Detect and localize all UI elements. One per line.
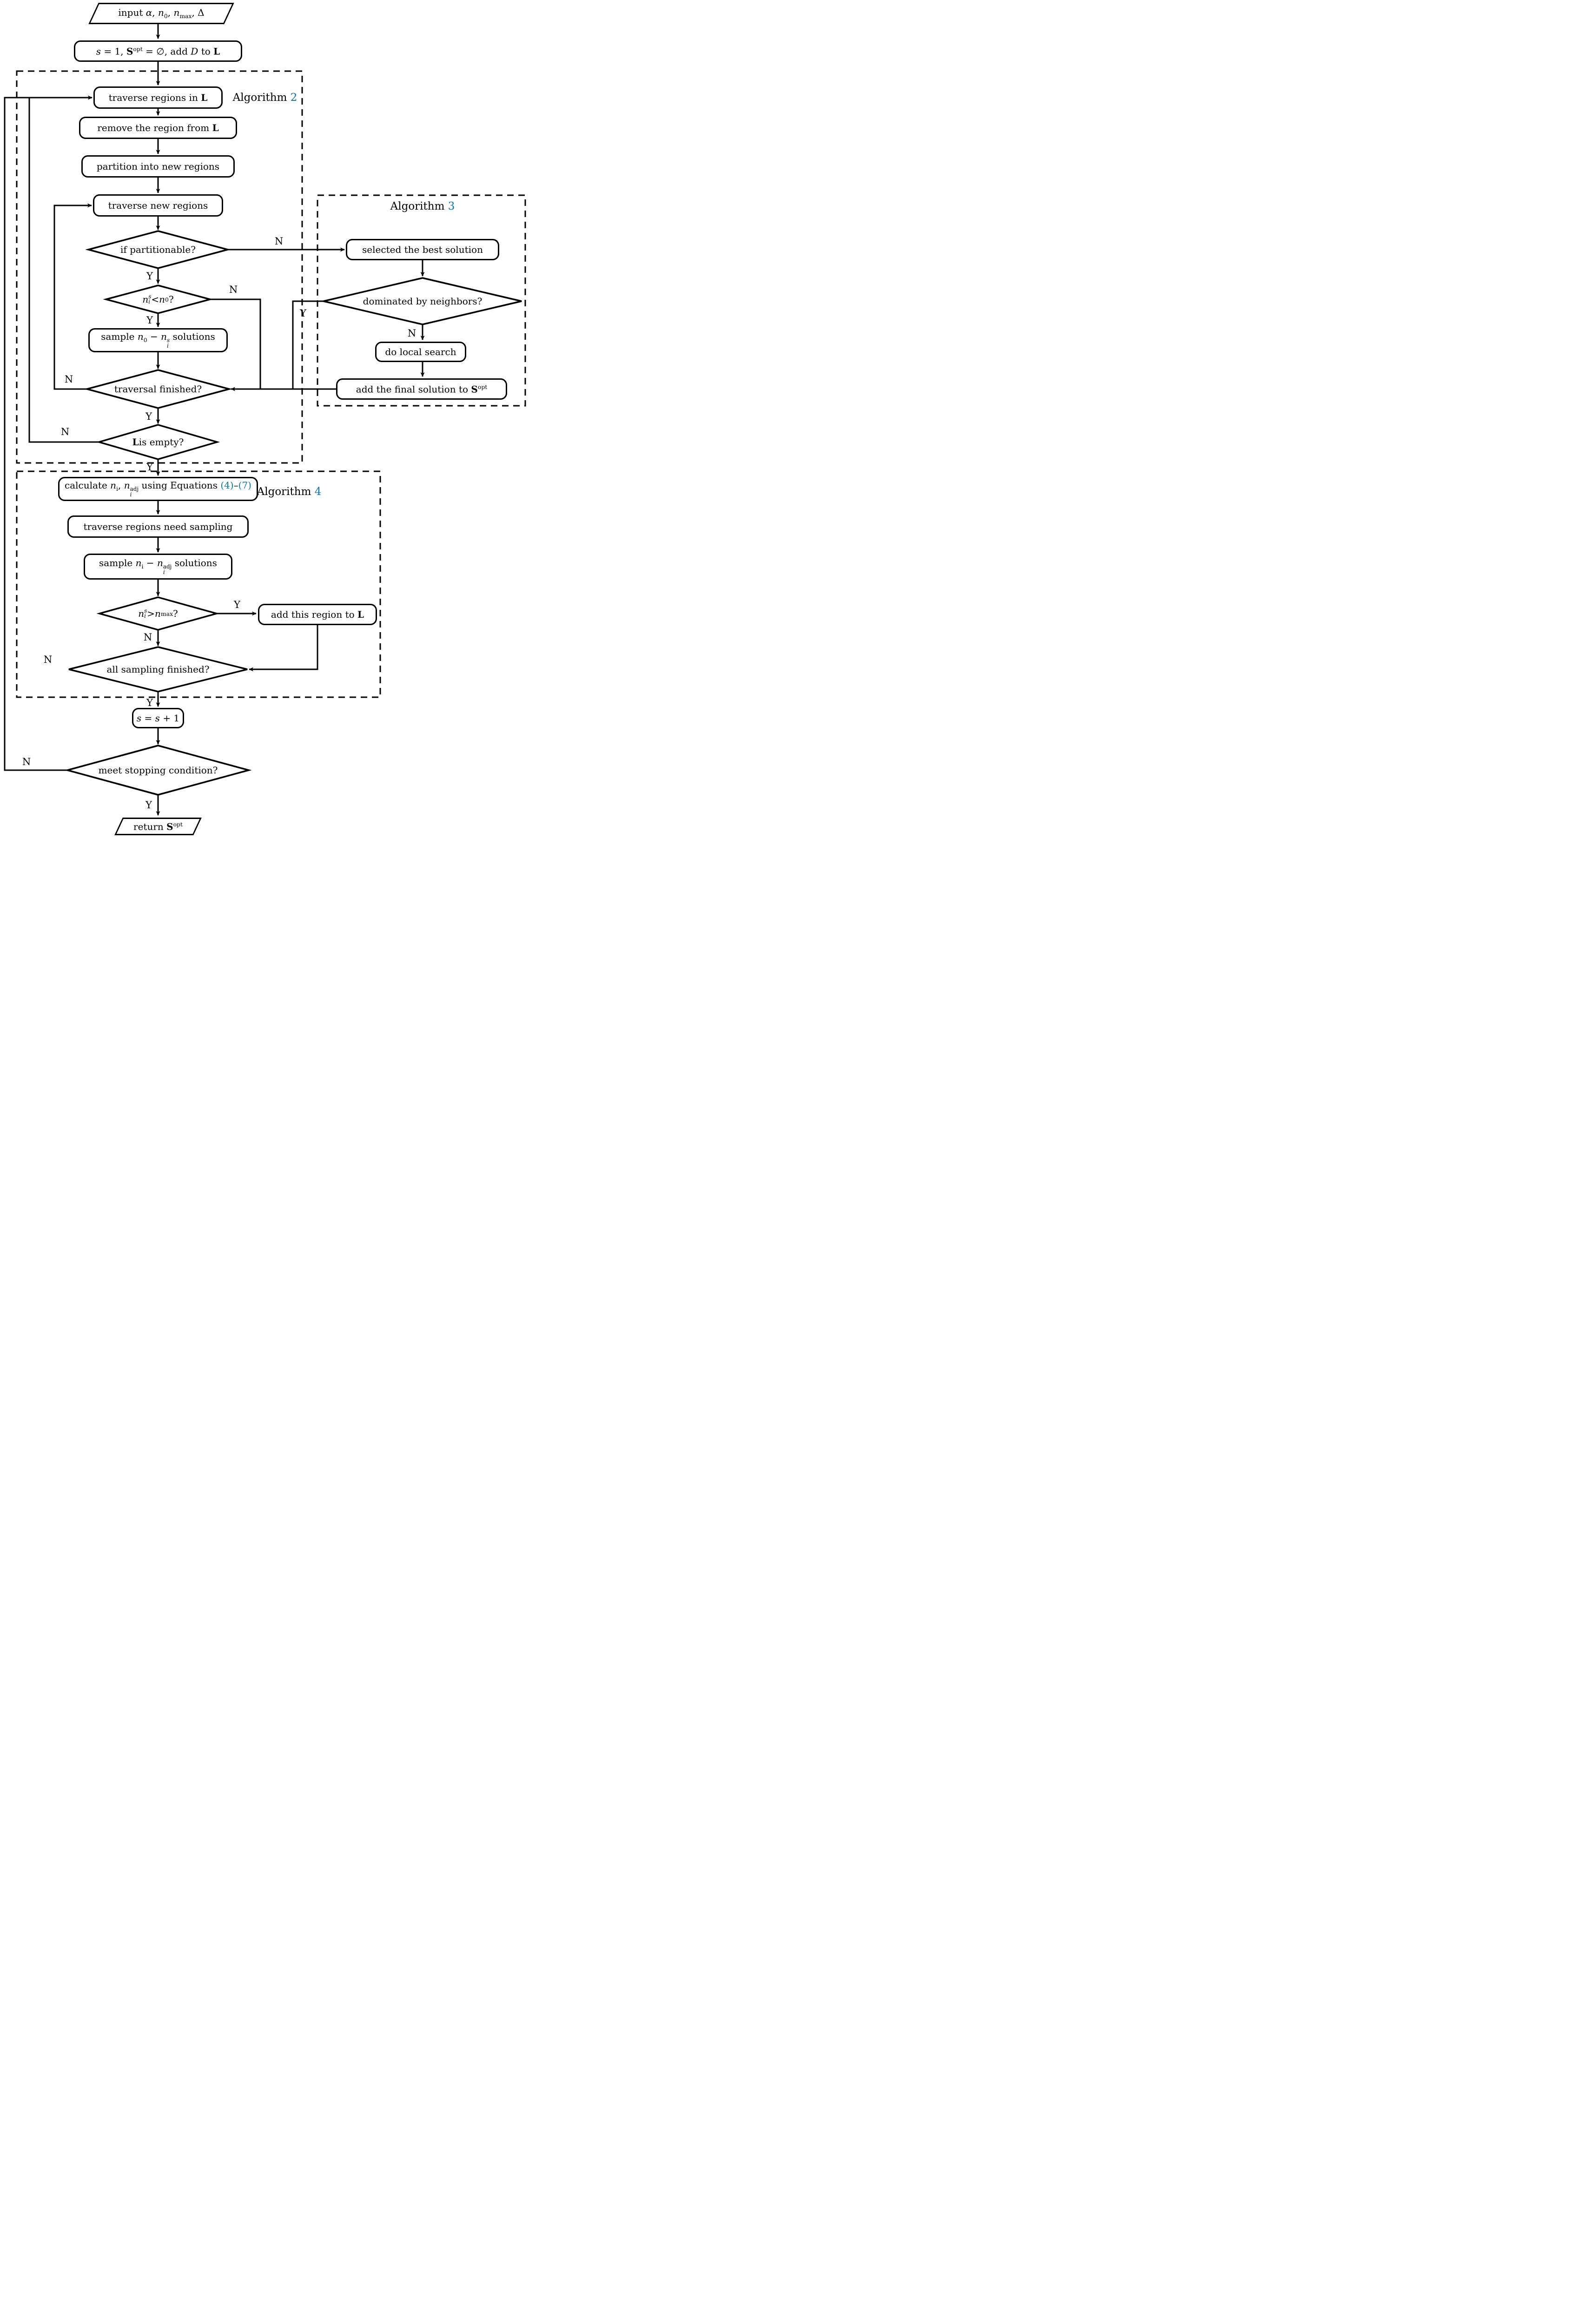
node-traverse-new-regions-label: traverse new regions [108, 199, 208, 211]
edge-label-n0-yes: Y [146, 315, 153, 326]
edge-label-dominated-yes: Y [300, 308, 306, 319]
node-traverse-need-sampling: traverse regions need sampling [67, 515, 249, 538]
flow-connectors [4, 24, 425, 816]
node-dominated-label: dominated by neighbors? [363, 296, 483, 307]
node-remove-region-label: remove the region from L [97, 122, 219, 133]
node-add-region: add this region to L [258, 604, 377, 625]
node-partition: partition into new regions [81, 155, 235, 178]
node-return: return Sopt [114, 818, 202, 835]
node-input-label: input α, n0, nmax, Δ [118, 7, 205, 20]
algorithm2-group-border [16, 70, 303, 464]
edge-label-empty-yes: Y [146, 462, 153, 473]
edge-label-stopping-yes: Y [145, 799, 152, 811]
algorithm3-label-text: Algorithm [390, 200, 448, 212]
node-l-empty-label: L is empty? [132, 436, 184, 448]
node-traverse-need-sampling-label: traverse regions need sampling [83, 521, 233, 532]
algorithm4-label-text: Algorithm [257, 486, 315, 498]
edge-label-if-partitionable-yes: Y [146, 271, 153, 282]
diamond-n-gt-nmax [96, 596, 220, 631]
flowchart: input α, n0, nmax, Δ s = 1, Sopt = ∅, ad… [0, 0, 527, 837]
node-input: input α, n0, nmax, Δ [88, 3, 234, 24]
node-local-search-label: do local search [385, 346, 456, 357]
diamond-all-sampling [68, 646, 248, 693]
diamond-n-lt-n0 [103, 284, 213, 314]
node-add-final-solution-label: add the final solution to Sopt [356, 383, 488, 395]
node-if-partitionable-label: if partitionable? [120, 244, 196, 255]
node-traverse-new-regions: traverse new regions [93, 194, 223, 217]
node-traverse-regions: traverse regions in L [93, 86, 223, 109]
node-traverse-regions-label: traverse regions in L [108, 92, 208, 103]
algorithm2-label: Algorithm 2 [233, 92, 297, 104]
algorithm4-label: Algorithm 4 [257, 486, 322, 498]
algorithm4-group-border [16, 470, 381, 698]
node-traversal-finished-label: traversal finished? [114, 383, 202, 395]
algorithm3-label: Algorithm 3 [390, 200, 455, 212]
edge-label-nmax-yes: Y [234, 599, 240, 610]
node-local-search: do local search [375, 342, 466, 362]
node-select-best-solution: selected the best solution [346, 239, 499, 260]
decision-diamonds [64, 230, 522, 796]
node-select-best-solution-label: selected the best solution [362, 244, 483, 255]
diamond-stopping [64, 745, 252, 796]
edge-label-allsampling-yes: Y [146, 697, 153, 708]
edge-label-dominated-no: N [407, 328, 416, 339]
node-return-label: return Sopt [133, 820, 183, 832]
edge-label-nmax-no: N [143, 632, 152, 643]
edge-label-traversal-yes: Y [145, 411, 152, 422]
node-increment-s-label: s = s + 1 [136, 712, 180, 724]
edge-label-traversal-no: N [64, 374, 73, 385]
diamond-if-partitionable [85, 230, 231, 269]
node-partition-label: partition into new regions [96, 160, 220, 172]
node-all-sampling-label: all sampling finished? [106, 664, 210, 675]
edge-label-if-partitionable-no: N [274, 236, 284, 247]
algorithm2-label-text: Algorithm [232, 92, 291, 104]
node-stopping-label: meet stopping condition? [98, 765, 218, 776]
algorithm2-label-number: 2 [290, 92, 297, 104]
node-add-region-label: add this region to L [271, 608, 364, 620]
node-initialize-label: s = 1, Sopt = ∅, add D to L [96, 45, 220, 57]
algorithm3-label-number: 3 [448, 200, 455, 212]
flowchart-canvas [4, 24, 526, 816]
edge-label-empty-no: N [60, 426, 70, 437]
edge-label-n0-no: N [229, 284, 238, 295]
edge-label-allsampling-no: N [43, 654, 53, 665]
diamond-dominated [323, 277, 522, 325]
node-remove-region: remove the region from L [79, 117, 237, 139]
diamond-l-empty [96, 424, 220, 460]
node-initialize: s = 1, Sopt = ∅, add D to L [74, 40, 242, 62]
diamond-traversal-finished [84, 369, 232, 409]
edge-label-stopping-no: N [22, 756, 31, 767]
algorithm4-label-number: 4 [314, 486, 322, 498]
node-increment-s: s = s + 1 [132, 708, 184, 728]
node-add-final-solution: add the final solution to Sopt [336, 378, 507, 400]
